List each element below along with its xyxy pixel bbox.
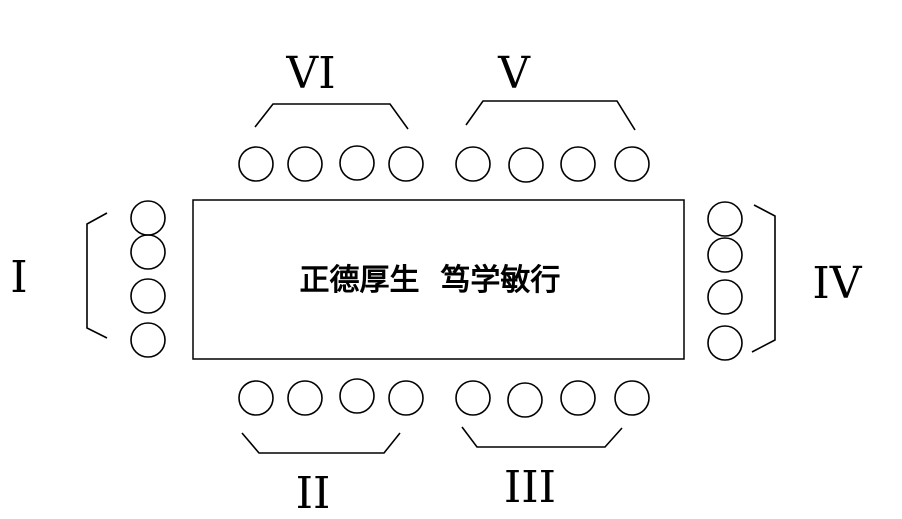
bracket-vi <box>254 103 409 130</box>
bracket-iv <box>751 204 776 353</box>
seat-group-vi: VI <box>238 48 424 182</box>
seat-ii-2 <box>287 380 323 416</box>
seat-iii-4 <box>614 380 650 416</box>
group-label-iii: III <box>504 462 556 513</box>
seat-iv-3 <box>707 279 743 315</box>
bracket-v <box>465 100 636 131</box>
seat-iv-2 <box>707 237 743 273</box>
seat-v-2 <box>508 147 544 183</box>
seat-group-ii: II <box>238 378 424 519</box>
seat-vi-1 <box>238 146 274 182</box>
seat-group-iv: IV <box>707 201 863 361</box>
seat-v-1 <box>455 146 491 182</box>
group-label-i: I <box>10 252 27 303</box>
group-label-v: V <box>497 48 531 99</box>
seat-iv-1 <box>707 201 743 237</box>
bracket-i <box>86 212 108 339</box>
group-label-vi: VI <box>285 48 335 99</box>
seat-i-3 <box>130 278 166 314</box>
seat-v-3 <box>560 146 596 182</box>
group-label-iv: IV <box>812 258 862 309</box>
seat-vi-2 <box>287 146 323 182</box>
seat-i-1 <box>130 200 166 236</box>
bracket-ii <box>241 432 401 454</box>
seat-group-v: V <box>455 48 650 183</box>
seat-iii-1 <box>455 380 491 416</box>
seat-i-2 <box>130 234 166 270</box>
group-label-ii: II <box>296 468 331 519</box>
seat-v-4 <box>614 146 650 182</box>
seat-i-4 <box>130 322 166 358</box>
seat-iii-2 <box>507 382 543 418</box>
meeting-table <box>192 199 685 360</box>
seat-ii-1 <box>238 380 274 416</box>
seat-iv-4 <box>707 325 743 361</box>
seat-vi-3 <box>339 145 375 181</box>
table-text: 正德厚生 笃学敏行 <box>300 263 561 298</box>
bracket-iii <box>461 426 623 448</box>
seat-group-i: I <box>10 200 166 358</box>
seat-vi-4 <box>388 146 424 182</box>
seat-group-iii: III <box>455 380 650 513</box>
seat-ii-3 <box>339 378 375 414</box>
seat-iii-3 <box>560 380 596 416</box>
seat-ii-4 <box>388 380 424 416</box>
